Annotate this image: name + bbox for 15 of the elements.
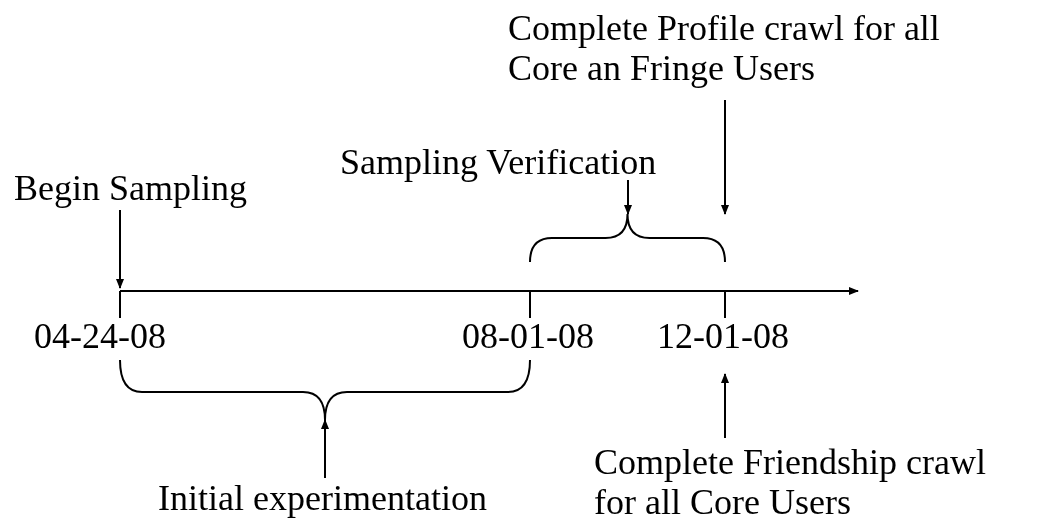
event-label: Begin Sampling [14, 168, 274, 208]
arrow [624, 179, 632, 215]
arrow [721, 99, 729, 215]
event-label: Sampling Verification [340, 142, 700, 182]
arrow [721, 373, 729, 439]
arrow [321, 419, 329, 479]
event-label: Complete Profile crawl for all Core an Fringe Users [508, 8, 948, 88]
date-label: 12-01-08 [657, 316, 789, 356]
date-label: 04-24-08 [34, 316, 166, 356]
arrow [116, 209, 124, 289]
brace-bracket [529, 213, 726, 263]
brace-bracket [119, 359, 531, 421]
event-label: Complete Friendship crawl for all Core Users [594, 442, 1034, 522]
event-label: Initial experimentation [158, 478, 518, 518]
date-label: 08-01-08 [462, 316, 594, 356]
